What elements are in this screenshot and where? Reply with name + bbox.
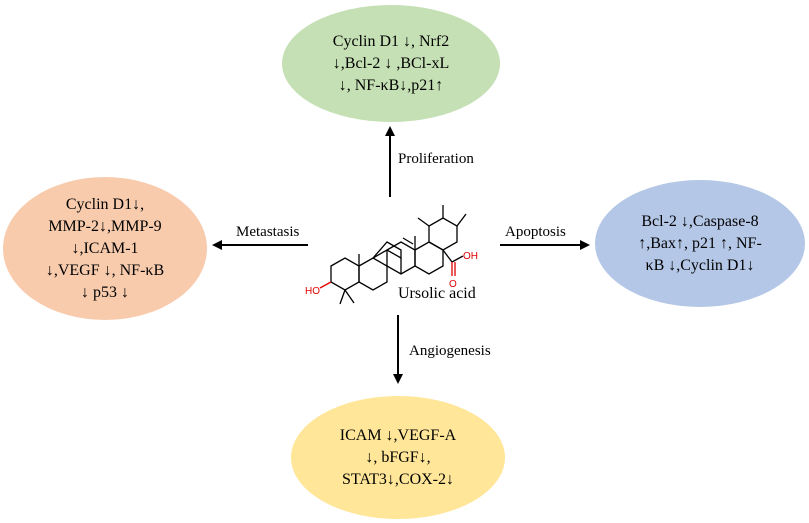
hydroxyl-label: HO [305, 286, 320, 297]
apoptosis-markers-text: Bcl-2 ↓,Caspase-8 ↑,Bax↑, p21 ↑, NF- κB … [638, 212, 762, 274]
proliferation-label: Proliferation [398, 151, 474, 167]
angiogenesis-markers-text: ICAM ↓,VEGF-A ↓, bFGF↓, STAT3↓,COX-2↓ [339, 426, 457, 488]
proliferation-markers-text: Cyclin D1 ↓, Nrf2 ↓,Bcl-2 ↓ ,BCl-xL ↓, N… [332, 32, 450, 94]
ursolic-acid-label: Ursolic acid [398, 285, 476, 302]
proliferation-markers-ellipse: Cyclin D1 ↓, Nrf2 ↓,Bcl-2 ↓ ,BCl-xL ↓, N… [282, 5, 500, 122]
apoptosis-label: Apoptosis [505, 224, 566, 240]
carbonyl-o-label: O [449, 279, 457, 290]
apoptosis-markers-ellipse: Bcl-2 ↓,Caspase-8 ↑,Bax↑, p21 ↑, NF- κB … [595, 180, 805, 307]
angiogenesis-markers-ellipse: ICAM ↓,VEGF-A ↓, bFGF↓, STAT3↓,COX-2↓ [291, 396, 505, 519]
metastasis-markers-text: Cyclin D1↓, MMP-2↓,MMP-9 ↓,ICAM-1 ↓,VEGF… [45, 195, 165, 301]
metastasis-label: Metastasis [236, 224, 300, 240]
metastasis-markers-ellipse: Cyclin D1↓, MMP-2↓,MMP-9 ↓,ICAM-1 ↓,VEGF… [3, 177, 207, 320]
acid-oh-label: OH [463, 251, 478, 262]
ursolic-acid-structure [319, 205, 467, 305]
angiogenesis-label: Angiogenesis [409, 343, 491, 359]
